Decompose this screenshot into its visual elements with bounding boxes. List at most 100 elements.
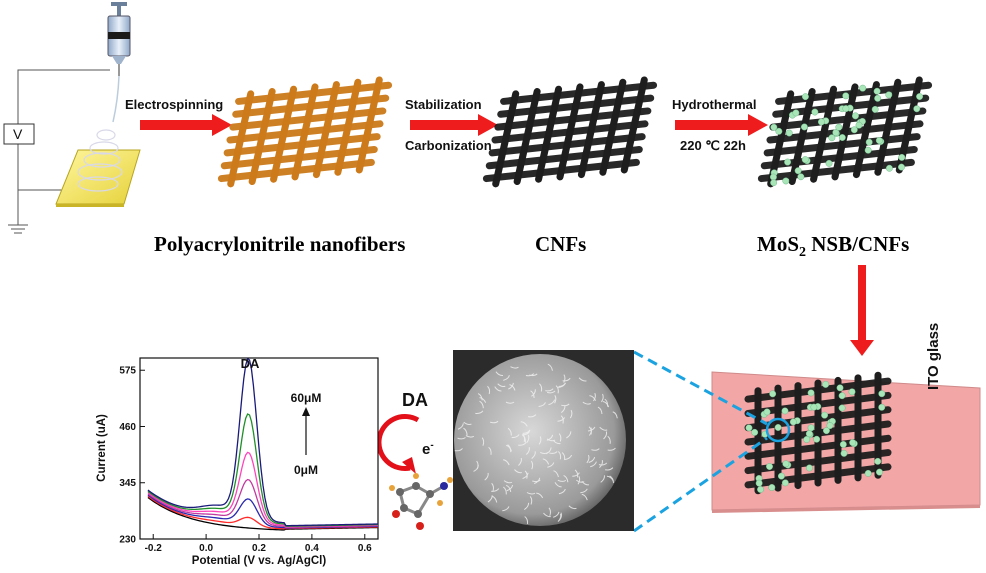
sem-nanosheet	[506, 484, 514, 492]
mos2-sphere	[840, 449, 848, 457]
fiber-crossing	[553, 92, 561, 100]
sem-nanosheet	[578, 377, 587, 382]
sem-nanosheet	[552, 511, 560, 518]
sem-nanosheet	[547, 363, 553, 371]
fiber-crossing	[902, 134, 911, 142]
sem-nanosheet	[557, 479, 567, 482]
sem-nanosheet	[568, 505, 577, 510]
fiber-crossing	[814, 429, 822, 437]
mos2-sphere	[792, 109, 800, 117]
fiber-crossing	[566, 128, 574, 136]
sem-nanosheet	[463, 421, 472, 425]
mos2-sphere	[789, 418, 797, 426]
mos2-sphere	[865, 138, 873, 146]
dopamine-molecule-icon	[389, 473, 453, 530]
step-electrospinning: Electrospinning	[125, 97, 224, 112]
analyte-label: DA	[402, 390, 428, 410]
cv-curves	[147, 357, 379, 531]
fiber-crossing	[349, 97, 358, 106]
fiber-crossing	[374, 82, 382, 90]
fiber-crossing	[914, 82, 922, 90]
x-tick-label: -0.2	[145, 543, 163, 554]
sem-nanosheet	[457, 423, 464, 430]
mos2-sphere	[757, 485, 764, 493]
fiber-crossing	[331, 87, 339, 95]
mos2-sphere	[828, 134, 836, 142]
sem-nanosheet	[561, 452, 566, 461]
sem-nanosheet	[603, 431, 608, 440]
y-axis-label: Current (uA)	[96, 414, 108, 482]
fiber-crossing	[828, 92, 836, 100]
sem-nanosheet	[526, 434, 530, 444]
fiber-crossing	[794, 474, 802, 483]
fiber-crossing	[579, 164, 587, 172]
mos2-sphere	[848, 388, 856, 396]
sem-nanosheet	[593, 392, 596, 402]
sem-nanosheet	[554, 482, 562, 488]
mos2-sphere	[842, 92, 850, 100]
sem-nanosheet	[525, 373, 535, 377]
mos2-sphere	[807, 424, 815, 432]
fiber-crossing	[814, 457, 822, 466]
fiber-strand	[744, 406, 892, 432]
sem-nanosheet	[557, 417, 566, 422]
sem-nanosheet	[574, 469, 579, 478]
fiber-crossing	[774, 405, 782, 414]
mos2-sphere	[849, 439, 857, 447]
peak-label: DA	[241, 356, 260, 371]
sem-nanosheet	[507, 427, 512, 436]
arrow-carbonization	[410, 114, 498, 136]
sem-nanosheet	[465, 435, 475, 438]
fiber-strand	[757, 158, 915, 183]
mos2-sphere	[898, 153, 906, 161]
fiber-crossing	[228, 173, 236, 182]
y-tick-label: 460	[119, 422, 136, 433]
fiber-crossing	[258, 132, 266, 141]
sem-nanosheet	[558, 488, 566, 495]
sem-nanosheet	[554, 394, 557, 404]
fiber-crossing	[854, 424, 862, 432]
mos2-cnf-mat	[757, 76, 933, 188]
fiber-strand	[223, 133, 381, 157]
mos2-sphere	[821, 411, 829, 419]
y-tick-label: 345	[119, 478, 136, 489]
mos2-text: MoS	[757, 232, 799, 256]
ito-glass-label: ITO glass	[925, 322, 942, 390]
fiber-crossing	[774, 463, 782, 471]
material-pan-label: Polyacrylonitrile nanofibers	[154, 232, 406, 256]
mos2-sphere	[768, 484, 776, 491]
sem-nanosheet	[582, 401, 591, 405]
mos2-sphere	[826, 422, 834, 430]
mos2-sphere	[801, 156, 809, 164]
sem-nanosheet	[491, 495, 498, 503]
fiber-crossing	[889, 97, 898, 106]
fiber-crossing	[854, 452, 862, 461]
mos2-subscript: 2	[799, 245, 806, 261]
mos2-sphere	[878, 403, 886, 411]
concentration-high-label: 60μM	[291, 391, 322, 405]
sem-nanosheet	[529, 496, 533, 505]
arrow-down	[850, 265, 874, 356]
sem-nanosheet	[484, 472, 489, 481]
fiber-strand	[229, 107, 387, 131]
sem-nanosheet	[505, 484, 512, 492]
mos2-sphere	[781, 479, 789, 487]
mos2-sphere	[913, 105, 921, 113]
fiber-crossing	[590, 113, 598, 121]
voltage-source-box	[3, 123, 35, 145]
sem-nanosheet	[562, 377, 571, 382]
x-tick-label: 0.6	[358, 543, 372, 554]
mos2-sphere	[842, 105, 850, 113]
step-carbonization: Carbonization	[405, 138, 492, 153]
mos2-sphere	[885, 164, 893, 172]
mos2-sphere	[763, 408, 771, 416]
fiber-crossing	[627, 134, 636, 142]
fiber-crossing	[854, 164, 862, 172]
sem-nanosheet	[531, 451, 536, 459]
fiber-crossing	[499, 148, 507, 156]
sem-nanosheet	[558, 433, 562, 442]
fiber-crossing	[239, 122, 248, 130]
mos2-sphere	[784, 158, 792, 166]
